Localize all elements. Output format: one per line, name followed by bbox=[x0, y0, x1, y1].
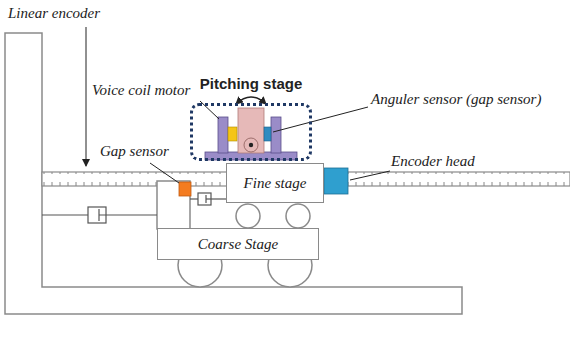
leader-lines bbox=[86, 27, 390, 183]
part-label: Encoder head bbox=[391, 153, 475, 170]
encoder-head bbox=[324, 168, 348, 194]
damper bbox=[190, 193, 226, 205]
coarse-column bbox=[157, 181, 190, 229]
pitching-stage-frame: Pitching stage bbox=[190, 103, 312, 161]
part-label: Gap sensor bbox=[100, 143, 169, 160]
wheel bbox=[286, 204, 310, 228]
fine-stage-box: Fine stage bbox=[226, 163, 324, 203]
stage-name: Fine stage bbox=[244, 175, 307, 192]
gap-sensor bbox=[179, 182, 191, 196]
part-label: Voice coil motor bbox=[92, 82, 190, 99]
stage-name: Coarse Stage bbox=[198, 236, 278, 253]
stage-title: Pitching stage bbox=[200, 75, 303, 92]
coarse-stage-plate: Coarse Stage bbox=[157, 228, 319, 260]
damper bbox=[42, 207, 157, 223]
wheel bbox=[236, 204, 260, 228]
part-label: Anguler sensor (gap sensor) bbox=[371, 91, 541, 108]
pitching-mechanism bbox=[205, 97, 297, 160]
part-label: Linear encoder bbox=[8, 5, 100, 22]
